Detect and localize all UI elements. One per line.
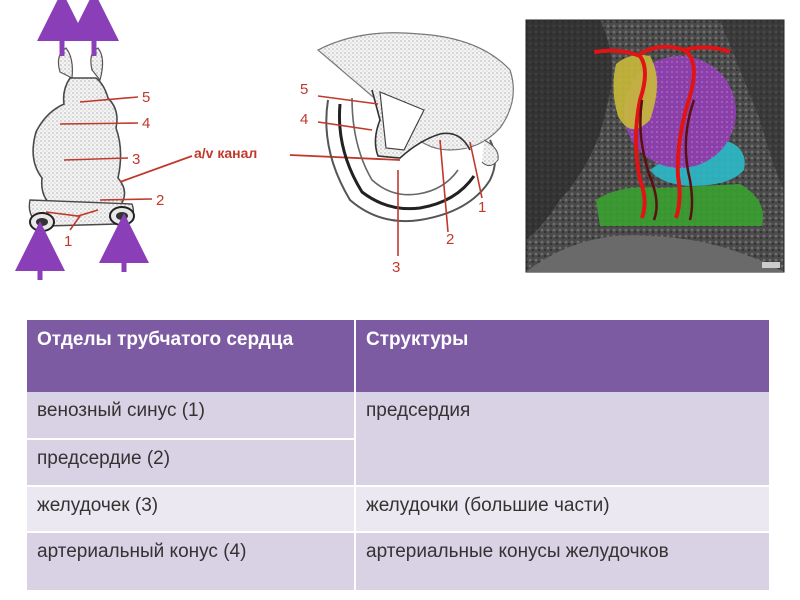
table-row: желудочек (3) желудочки (большие части) — [27, 486, 771, 533]
heart-label-4: 4 — [142, 115, 150, 132]
section-label-4: 4 — [300, 111, 308, 128]
table-cell: венозный синус (1) — [27, 392, 356, 440]
section-label-2: 2 — [446, 231, 454, 248]
section-label-3: 3 — [392, 259, 400, 276]
table-row: предсердие (2) — [27, 439, 770, 487]
heart-label-2: 2 — [156, 192, 164, 209]
column-header-structures: Структуры — [355, 320, 771, 392]
table-cell: артериальный конус (4) — [27, 532, 356, 592]
table-cell: предсердие (2) — [27, 439, 356, 487]
heart-section-drawing: 5 4 1 2 3 — [300, 32, 514, 276]
table-row: венозный синус (1) предсердия — [27, 392, 771, 487]
table-cell: артериальные конусы желудочков — [355, 532, 771, 592]
table-cell: предсердия — [355, 392, 771, 487]
section-label-1: 1 — [478, 199, 486, 216]
heart-label-1: 1 — [64, 233, 72, 250]
heart-label-5: 5 — [142, 89, 150, 106]
table-row: артериальный конус (4) артериальные кону… — [27, 532, 771, 592]
embryo-heart-figure: 5 4 3 2 1 a/v канал 5 4 1 2 3 — [0, 0, 800, 290]
sem-micrograph — [525, 19, 785, 273]
heart-label-3: 3 — [132, 151, 140, 168]
tubular-heart-drawing: 5 4 3 2 1 — [15, 0, 164, 280]
av-canal-label: a/v канал — [194, 145, 257, 161]
section-label-5: 5 — [300, 81, 308, 98]
table-cell: желудочки (большие части) — [355, 486, 771, 533]
table-cell: желудочек (3) — [27, 486, 356, 533]
column-header-sections: Отделы трубчатого сердца — [27, 320, 356, 392]
table-header-row: Отделы трубчатого сердца Структуры — [27, 320, 771, 392]
av-canal-annotation: a/v канал — [119, 145, 401, 183]
heart-structures-table: Отделы трубчатого сердца Структуры веноз… — [27, 320, 771, 592]
